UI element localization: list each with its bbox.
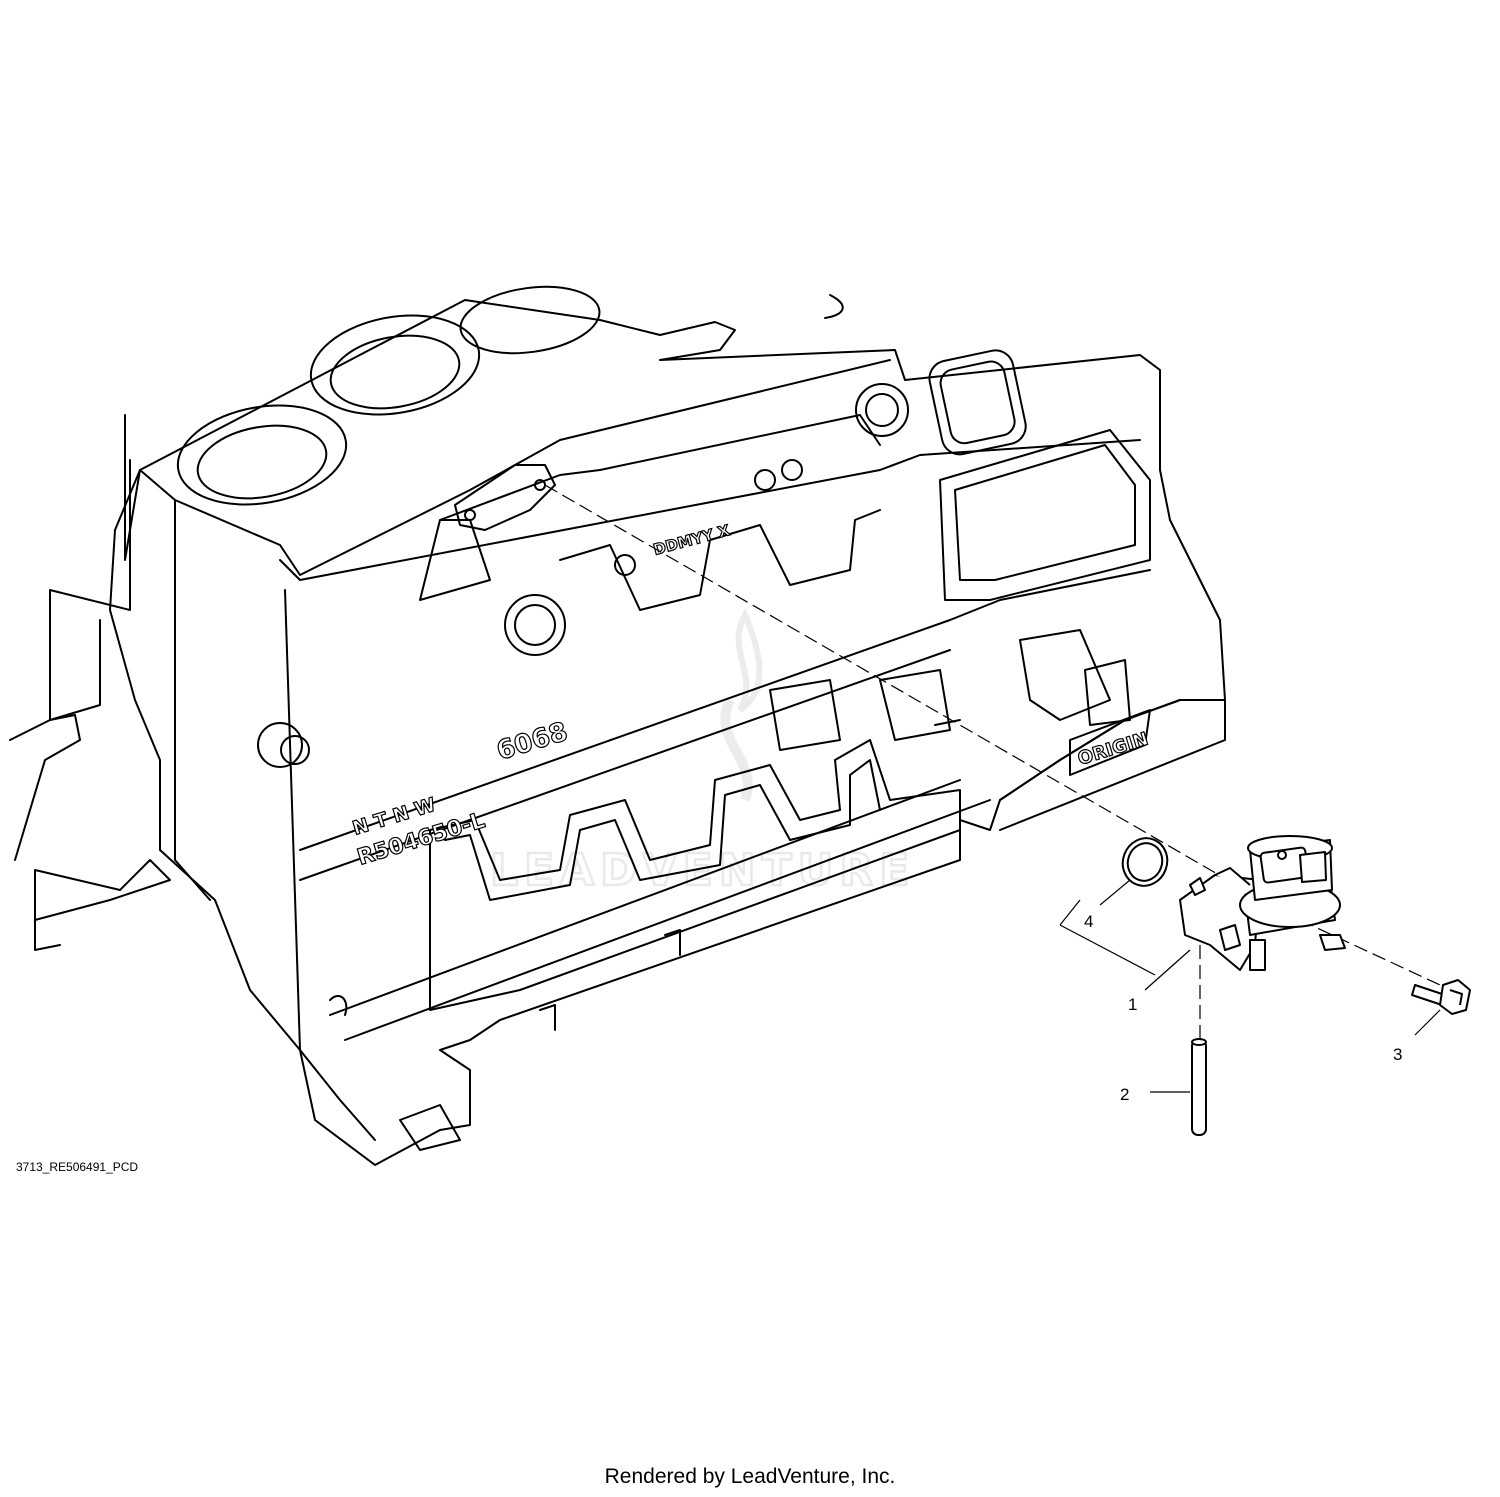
leader-lines: [1059, 879, 1441, 1093]
dowel-pin: [1191, 1038, 1207, 1136]
callout-2: 2: [1120, 1085, 1129, 1104]
cylinder-bore-2: [309, 314, 481, 416]
leader-1-bracket: [1059, 899, 1156, 976]
callout-numbers: 4 1 2 3: [1084, 912, 1402, 1104]
callout-4: 4: [1084, 912, 1093, 931]
leader-3: [1414, 1009, 1441, 1036]
boss-opening-1: [504, 594, 566, 656]
assembly-line-bolt: [1299, 919, 1441, 986]
footer-credit: Rendered by LeadVenture, Inc.: [604, 1465, 896, 1488]
o-ring: [1121, 837, 1169, 887]
cylinder-bore-3: [459, 285, 601, 355]
side-port: [928, 349, 1027, 456]
mounting-pad: [454, 464, 556, 531]
boss-opening-2: [855, 383, 909, 437]
engine-block: [9, 285, 1226, 1166]
block-top-deck: [109, 299, 1226, 1166]
transfer-pump: [1179, 835, 1346, 971]
callout-3: 3: [1393, 1045, 1402, 1064]
leader-1: [1144, 949, 1191, 991]
leader-4: [1099, 879, 1131, 906]
assembly-line-pump: [544, 484, 1246, 891]
cylinder-bore-1: [176, 404, 348, 506]
casting-model: 6068: [493, 717, 571, 767]
callout-1: 1: [1128, 995, 1137, 1014]
assembly-lines: [544, 484, 1441, 1040]
watermark: LEADVENTURE: [489, 608, 911, 897]
flange-bolt: [1411, 979, 1471, 1015]
casting-code: DDMYY X: [651, 521, 732, 559]
drawing-id: 3713_RE506491_PCD: [16, 1160, 139, 1174]
